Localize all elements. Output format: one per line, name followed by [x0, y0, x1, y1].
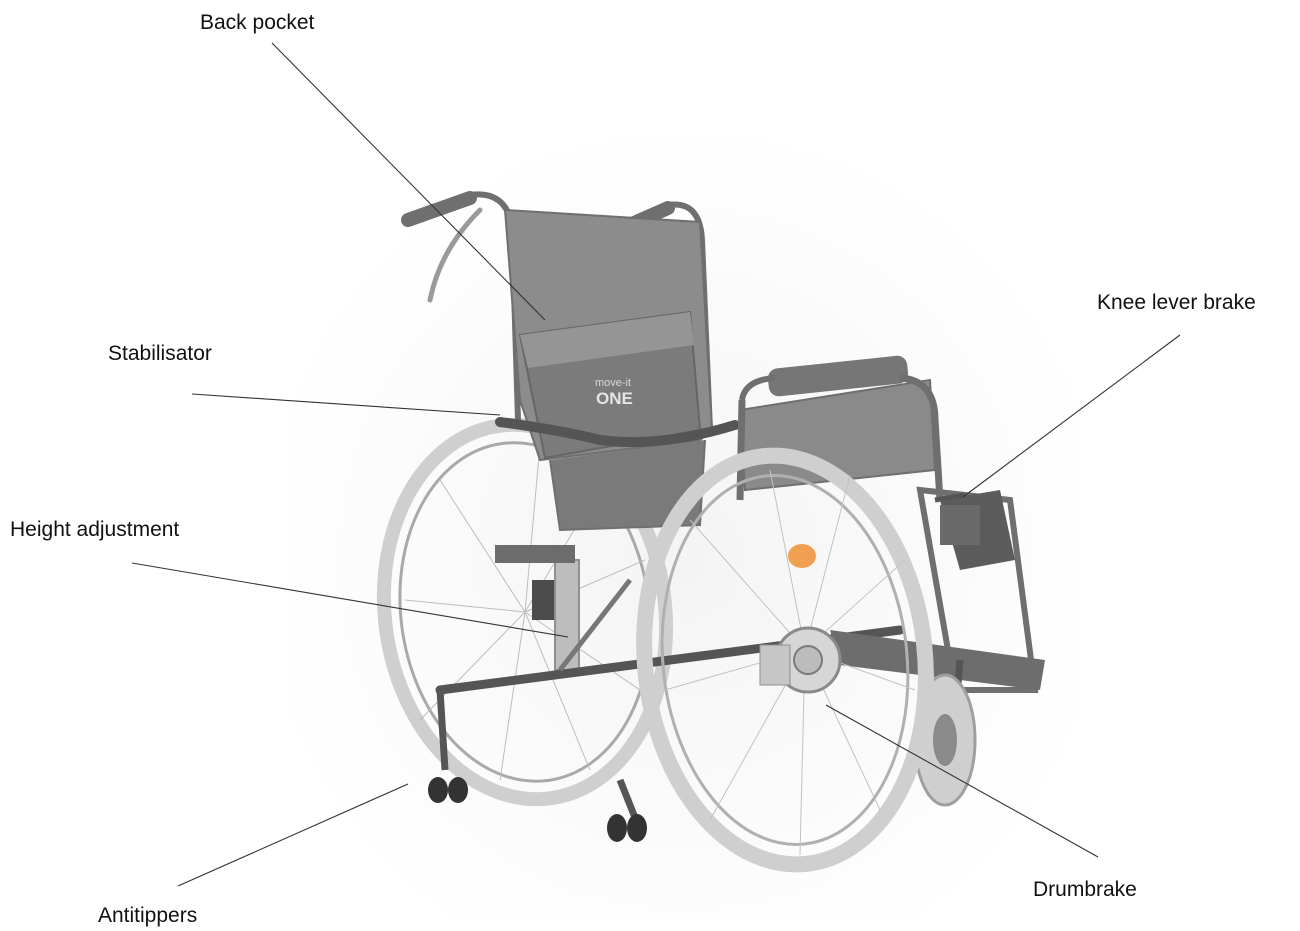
label-height-adjustment: Height adjustment — [10, 519, 179, 540]
backrest-logo: move-it ONE — [595, 377, 633, 408]
label-knee-lever-brake: Knee lever brake — [1097, 292, 1256, 313]
label-antitippers: Antitippers — [98, 905, 197, 926]
label-stabilisator: Stabilisator — [108, 343, 212, 364]
logo-line-1: move-it — [595, 377, 631, 389]
logo-line-2: ONE — [596, 389, 633, 408]
reflector — [788, 544, 816, 568]
label-drumbrake: Drumbrake — [1033, 879, 1137, 900]
label-back-pocket: Back pocket — [200, 12, 314, 33]
